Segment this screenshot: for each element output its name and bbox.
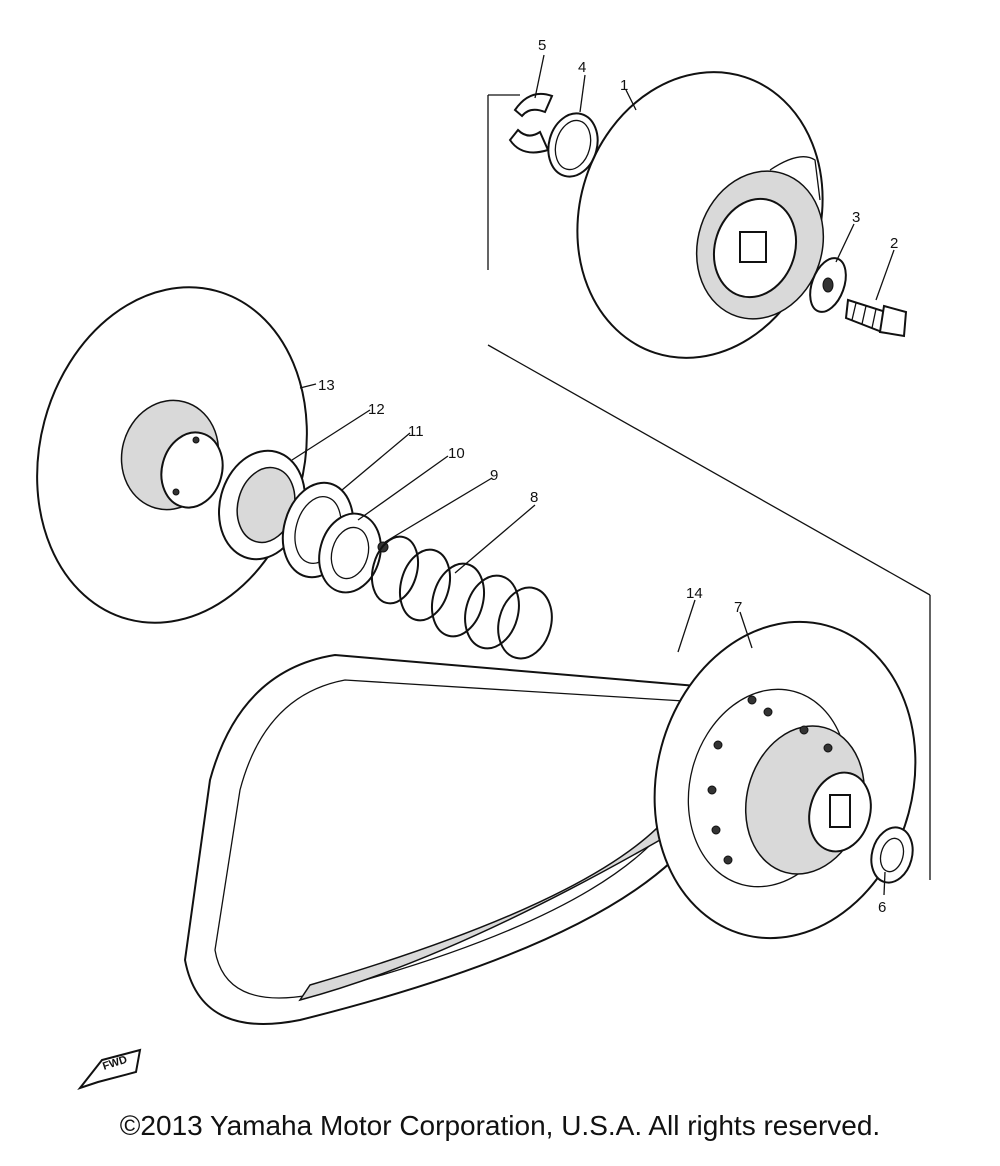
callout-2: 2	[890, 235, 898, 252]
part-8-spring	[370, 535, 553, 660]
callout-11: 11	[408, 423, 424, 440]
callout-4: 4	[578, 59, 586, 76]
callout-3: 3	[852, 209, 860, 226]
assembly-frame-lines	[487, 94, 931, 880]
callout-7: 7	[734, 599, 742, 616]
callout-12: 12	[368, 401, 385, 418]
callout-5: 5	[538, 37, 546, 54]
callout-6: 6	[878, 899, 886, 916]
leader-lines	[291, 54, 895, 896]
callout-8: 8	[530, 489, 538, 506]
callout-13: 13	[318, 377, 335, 394]
part-2-bolt	[844, 298, 908, 338]
part-5-collar	[508, 92, 554, 154]
part-7-secondary-sheave	[653, 620, 917, 940]
part-1-fixed-sheave	[576, 71, 825, 359]
part-13-sliding-sheave	[36, 286, 308, 624]
fwd-arrow-icon: FWD	[77, 1048, 142, 1091]
copyright-notice: ©2013 Yamaha Motor Corporation, U.S.A. A…	[119, 1110, 881, 1141]
callout-10: 10	[448, 445, 465, 462]
callout-labels: 5 4 1 3 2 13 12 11 10 9 8 14 7 6	[318, 37, 898, 916]
part-10-spring-seat	[318, 512, 382, 594]
callout-1: 1	[620, 77, 628, 94]
callout-9: 9	[490, 467, 498, 484]
callout-14: 14	[686, 585, 703, 602]
part-4-circlip	[547, 112, 599, 178]
